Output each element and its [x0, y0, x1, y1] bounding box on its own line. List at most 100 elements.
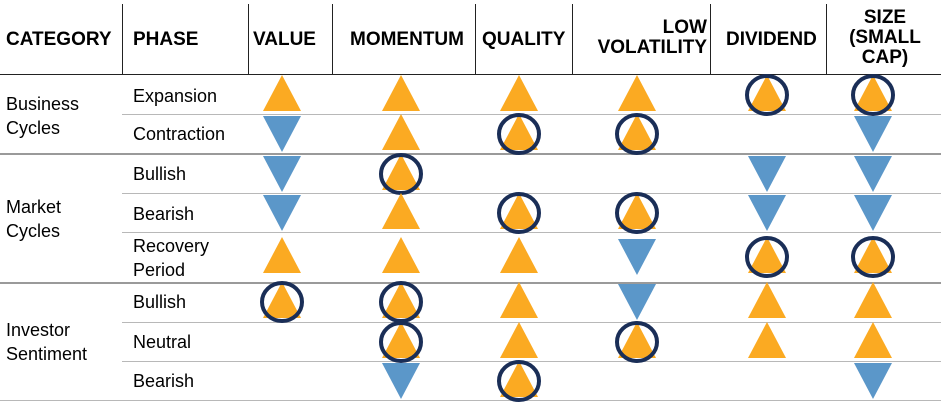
category-line-1: Business — [6, 94, 80, 114]
header-divider — [122, 4, 123, 74]
header-size-line-3: CAP) — [861, 47, 909, 68]
phase-line: Bearish — [133, 371, 195, 391]
down-triangle-icon — [618, 239, 656, 275]
phase-line: Expansion — [133, 86, 218, 106]
down-triangle-shape — [263, 195, 301, 231]
up-triangle-shape — [618, 114, 656, 150]
header-divider — [572, 4, 573, 74]
category-line-2: Sentiment — [6, 344, 88, 364]
up-triangle-icon — [618, 75, 656, 111]
table-bottom-rule — [0, 400, 941, 401]
category-line-2: Cycles — [6, 221, 61, 241]
highlight-circle-icon — [497, 192, 541, 234]
up-triangle-shape — [748, 75, 786, 111]
row-divider — [122, 361, 941, 362]
category-line-2: Cycles — [6, 118, 61, 138]
header-divider — [332, 4, 333, 74]
up-triangle-icon — [500, 282, 538, 318]
highlight-circle-icon — [497, 360, 541, 402]
phase-label: Bullish — [133, 162, 186, 186]
header-divider — [248, 4, 249, 74]
down-triangle-shape — [748, 156, 786, 192]
up-triangle-icon — [745, 74, 789, 116]
down-triangle-icon — [263, 195, 301, 231]
up-triangle-icon — [748, 322, 786, 358]
highlight-circle-icon — [745, 74, 789, 116]
up-triangle-shape — [854, 75, 892, 111]
down-triangle-icon — [854, 116, 892, 152]
up-triangle-icon — [497, 192, 541, 234]
up-triangle-shape — [500, 361, 538, 397]
down-triangle-shape — [382, 363, 420, 399]
phase-label: Neutral — [133, 330, 191, 354]
header-value: VALUE — [253, 29, 316, 50]
up-triangle-shape — [618, 193, 656, 229]
down-triangle-icon — [263, 156, 301, 192]
phase-label: Expansion — [133, 84, 217, 108]
phase-line: Contraction — [133, 124, 226, 144]
up-triangle-icon — [615, 192, 659, 234]
up-triangle-icon — [615, 321, 659, 363]
up-triangle-icon — [263, 75, 301, 111]
header-low-volatility-line-1: LOW — [662, 17, 707, 38]
phase-line: Recovery — [133, 236, 210, 256]
down-triangle-icon — [263, 116, 301, 152]
category-line-1: Investor — [6, 320, 71, 340]
up-triangle-icon — [379, 321, 423, 363]
down-triangle-shape — [854, 156, 892, 192]
row-divider — [122, 322, 941, 323]
header-momentum: MOMENTUM — [350, 29, 464, 50]
phase-label: Bullish — [133, 290, 186, 314]
header-divider — [710, 4, 711, 74]
up-triangle-icon — [851, 74, 895, 116]
row-divider — [122, 232, 941, 233]
phase-label: Recovery Period — [133, 234, 209, 282]
up-triangle-shape — [500, 114, 538, 150]
down-triangle-shape — [618, 239, 656, 275]
up-triangle-shape — [748, 237, 786, 273]
category-investor-sentiment: Investor Sentiment — [6, 318, 87, 366]
header-category: CATEGORY — [6, 29, 112, 50]
up-triangle-shape — [382, 322, 420, 358]
up-triangle-icon — [382, 193, 420, 229]
down-triangle-shape — [854, 116, 892, 152]
up-triangle-icon — [748, 282, 786, 318]
highlight-circle-icon — [745, 236, 789, 278]
up-triangle-icon — [500, 322, 538, 358]
header-quality: QUALITY — [482, 29, 566, 50]
down-triangle-icon — [854, 195, 892, 231]
down-triangle-shape — [263, 116, 301, 152]
up-triangle-icon — [854, 322, 892, 358]
down-triangle-icon — [618, 284, 656, 320]
highlight-circle-icon — [615, 321, 659, 363]
down-triangle-shape — [854, 195, 892, 231]
header-low-volatility: LOW VOLATILITY — [576, 18, 707, 58]
phase-line: Neutral — [133, 332, 192, 352]
category-business-cycles: Business Cycles — [6, 92, 79, 140]
up-triangle-shape — [382, 237, 420, 273]
group-divider — [0, 153, 941, 155]
category-line-1: Market — [6, 197, 62, 217]
down-triangle-icon — [382, 363, 420, 399]
header-low-volatility-line-2: VOLATILITY — [597, 37, 707, 58]
down-triangle-icon — [854, 363, 892, 399]
up-triangle-shape — [382, 114, 420, 150]
up-triangle-shape — [500, 237, 538, 273]
phase-label: Bearish — [133, 202, 194, 226]
header-size-line-1: SIZE — [863, 7, 907, 28]
up-triangle-icon — [379, 281, 423, 323]
phase-label: Contraction — [133, 122, 225, 146]
up-triangle-icon — [615, 113, 659, 155]
down-triangle-icon — [748, 156, 786, 192]
up-triangle-shape — [854, 322, 892, 358]
up-triangle-shape — [618, 75, 656, 111]
down-triangle-shape — [854, 363, 892, 399]
up-triangle-shape — [500, 282, 538, 318]
up-triangle-shape — [854, 282, 892, 318]
down-triangle-shape — [618, 284, 656, 320]
up-triangle-icon — [263, 237, 301, 273]
up-triangle-icon — [260, 281, 304, 323]
down-triangle-shape — [263, 156, 301, 192]
up-triangle-shape — [263, 237, 301, 273]
phase-line: Bullish — [133, 292, 187, 312]
